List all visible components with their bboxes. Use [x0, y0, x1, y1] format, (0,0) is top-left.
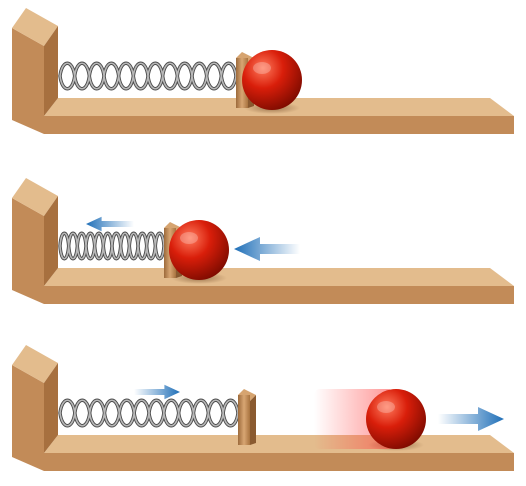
wall-inner: [44, 26, 58, 116]
wall-top: [12, 345, 58, 383]
spring-coil: [59, 62, 237, 90]
ball-highlight: [180, 232, 198, 244]
panel-compressed: [12, 178, 514, 304]
wall-inner: [44, 363, 58, 453]
panels-group: [12, 8, 514, 471]
spring-coil: [59, 232, 165, 260]
wall-front: [12, 198, 44, 304]
board-front: [44, 116, 514, 134]
ball: [366, 389, 426, 449]
plate-side: [250, 395, 256, 445]
arrow-large-right-icon: [438, 407, 504, 431]
wall-inner: [44, 196, 58, 286]
wall-top: [12, 178, 58, 216]
spring-plate: [238, 395, 250, 445]
ball-highlight: [253, 62, 271, 74]
ball: [242, 50, 302, 110]
spring-coil: [59, 399, 239, 427]
wall-front: [12, 365, 44, 471]
wall-front: [12, 28, 44, 134]
wall-top: [12, 8, 58, 46]
board-front: [44, 453, 514, 471]
board-top: [44, 435, 514, 453]
arrow-large-left-icon: [234, 237, 300, 261]
ball: [169, 220, 229, 280]
board-front: [44, 286, 514, 304]
panel-released: [12, 345, 514, 471]
arrow-small-left-icon: [86, 216, 134, 232]
arrow-small-right-icon: [134, 384, 180, 400]
ball-highlight: [377, 401, 395, 413]
panel-rest: [12, 8, 514, 134]
board-top: [44, 268, 514, 286]
